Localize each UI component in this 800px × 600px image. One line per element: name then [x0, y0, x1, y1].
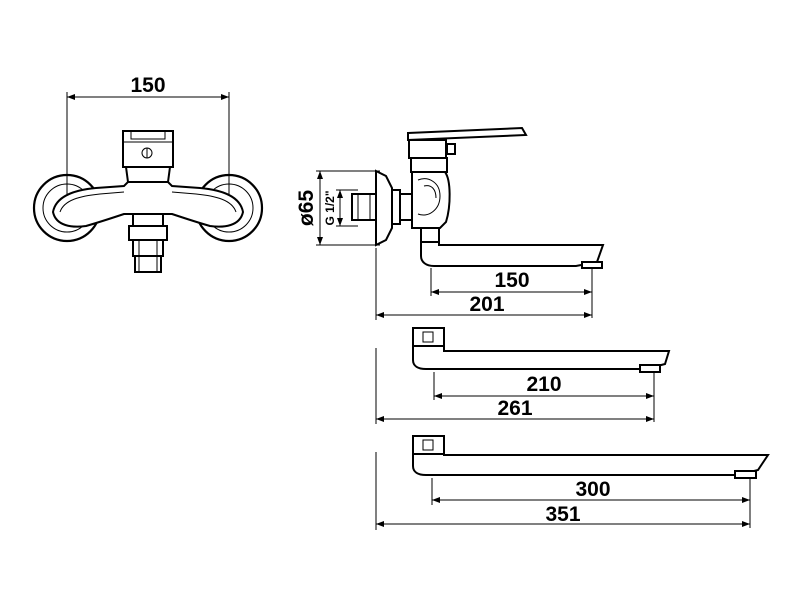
- spout-210-depth-dimension: 261: [375, 348, 654, 424]
- front-view: 150: [32, 74, 264, 273]
- spout-300-reach-label: 300: [575, 478, 610, 501]
- side-view: ø65 G 1/2": [295, 126, 605, 320]
- spout-reach-dimension: 150: [430, 268, 593, 318]
- cartridge-housing: [122, 130, 174, 183]
- thread-label: G 1/2": [323, 190, 337, 225]
- spout-150: [420, 227, 605, 269]
- escutcheon-diameter-dimension: ø65: [295, 170, 380, 246]
- mixer-body-side: [411, 171, 451, 229]
- thread-dimension: G 1/2": [323, 189, 358, 227]
- spout-210-drawing: [412, 327, 671, 373]
- spout-reach-label: 150: [494, 269, 529, 292]
- mixer-body: [51, 181, 245, 228]
- spout-variant-300: 300 351: [375, 435, 770, 530]
- front-width-label: 150: [130, 74, 165, 97]
- spout-210-depth-label: 261: [497, 397, 532, 420]
- spout-300-drawing: [412, 435, 770, 479]
- spout-210-reach-dimension: 210: [433, 372, 655, 422]
- spout-300-reach-dimension: 300: [431, 478, 751, 528]
- lever-handle: [407, 126, 528, 173]
- spout-210-reach-label: 210: [526, 373, 561, 396]
- spout-300-depth-label: 351: [545, 503, 580, 526]
- front-width-dimension: 150: [66, 74, 230, 200]
- spout-variant-210: 210 261: [375, 327, 671, 424]
- spout-300-depth-dimension: 351: [375, 452, 750, 530]
- wall-connector: [351, 169, 413, 247]
- diameter-label: ø65: [295, 190, 318, 227]
- diverter-outlet: [128, 213, 168, 273]
- total-depth-dimension: 201: [375, 248, 592, 320]
- total-depth-label: 201: [469, 293, 504, 316]
